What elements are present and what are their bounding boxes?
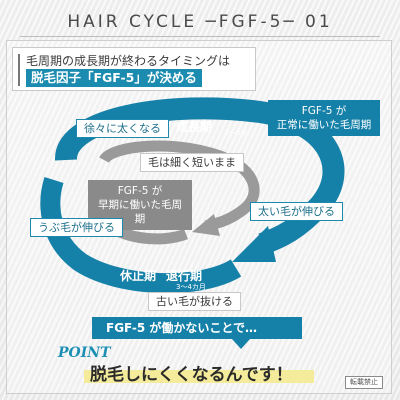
normal-cycle-box-line2: 正常に働いた毛周期 [276,119,372,131]
label-vellus-grows: うぶ毛が伸びる [30,218,123,237]
phase-growth-duration: 2～5年 [225,129,248,137]
early-cycle-arrow [99,140,260,232]
phase-rest: 休止期 [120,269,157,283]
normal-cycle-box: FGF-5 が 正常に働いた毛周期 [268,100,380,136]
label-thick-hair-grows: 太い毛が伸びる [250,202,343,221]
banner-pointer [232,339,250,349]
conclusion-text: 脱毛しにくくなるんです！ [90,365,293,385]
label-thin-short-hair: 毛は細く短いまま [140,153,244,172]
intro-highlight-text: 脱毛因子「FGF-5」が決める [26,69,202,87]
label-gradually-thicker: 徐々に太くなる [76,119,169,138]
phase-growth: 成長期 [176,120,213,134]
early-cycle-arrowhead [192,214,220,236]
label-old-hair-falls: 古い毛が抜ける [148,292,241,311]
rest-phase-arrow [40,176,242,294]
phase-regression: 退行期 [166,269,203,283]
normal-cycle-arrowhead [232,226,276,262]
early-cycle-box-line2: 早期に働いた毛周期 [98,199,182,225]
early-cycle-box-line1: FGF-5 が [117,185,163,197]
banner: FGF-5 が働かないことで… [92,317,302,339]
intro-text: 毛周期の成長期が終わるタイミングは [26,54,231,68]
conclusion-highlight [84,370,314,383]
phase-regression-duration: 3～4カ月 [176,283,206,291]
normal-cycle-box-line1: FGF-5 が [301,105,347,117]
no-reprint-badge: 転載禁止 [345,376,383,389]
title-underline [20,36,380,37]
intro-accent-bar [18,54,20,86]
page-title: HAIR CYCLE ─FGF-5─ 01 [67,12,333,32]
point-label: POINT [58,345,111,361]
